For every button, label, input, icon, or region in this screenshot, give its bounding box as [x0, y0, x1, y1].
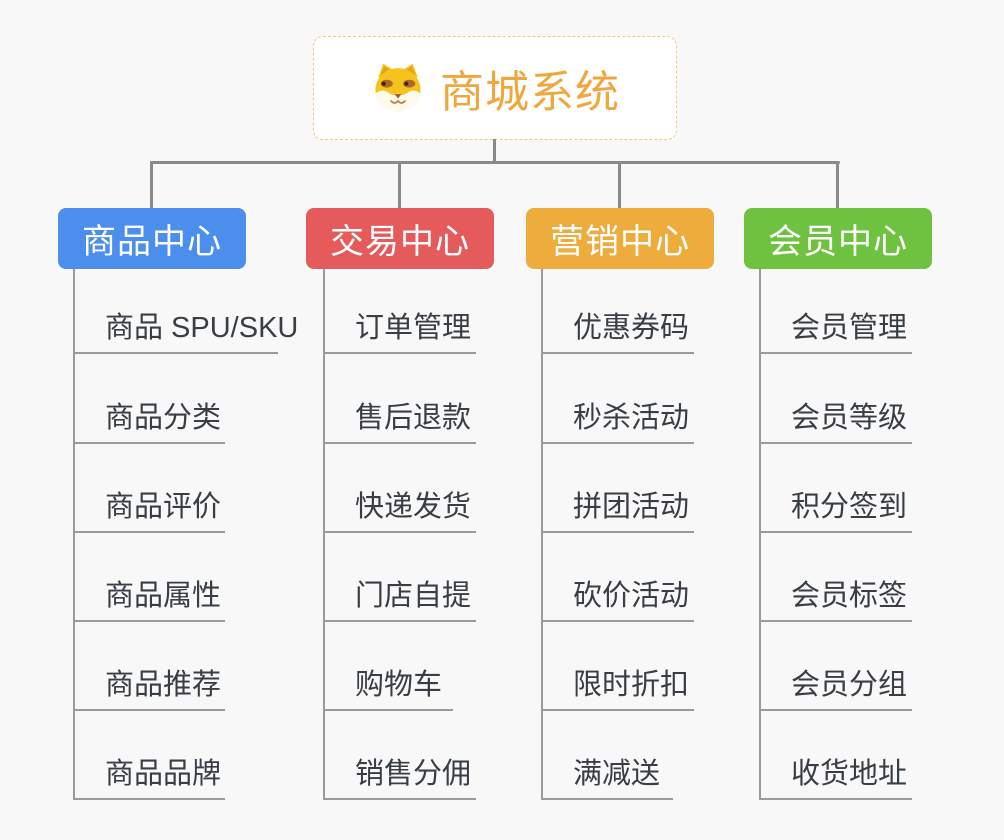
- leaf-topic[interactable]: 商品推荐: [73, 665, 225, 711]
- leaf-topic[interactable]: 购物车: [323, 665, 453, 711]
- branch-label: 商品中心: [82, 223, 222, 261]
- branch-node-marketing-center[interactable]: 营销中心: [526, 208, 714, 269]
- leaf-topic[interactable]: 商品 SPU/SKU: [73, 308, 298, 354]
- leaf-topic[interactable]: 会员等级: [759, 398, 912, 444]
- leaf-topic[interactable]: 会员标签: [759, 576, 912, 622]
- connector-spine-1: [73, 269, 75, 800]
- connector-root-stem: [493, 139, 496, 164]
- connector-drop-4: [836, 161, 839, 209]
- leaf-topic[interactable]: 商品分类: [73, 398, 225, 444]
- connector-spine-4: [759, 269, 761, 800]
- connector-drop-3: [618, 161, 621, 209]
- branch-node-member-center[interactable]: 会员中心: [744, 208, 932, 269]
- connector-spine-2: [323, 269, 325, 800]
- leaf-topic[interactable]: 收货地址: [759, 754, 912, 800]
- branch-label: 营销中心: [550, 223, 690, 261]
- leaf-topic[interactable]: 会员管理: [759, 308, 912, 354]
- branch-node-trade-center[interactable]: 交易中心: [306, 208, 494, 269]
- root-topic-title: 商城系统: [440, 68, 620, 117]
- connector-drop-1: [150, 161, 153, 209]
- leaf-topic[interactable]: 秒杀活动: [541, 398, 694, 444]
- leaf-topic[interactable]: 优惠券码: [541, 308, 694, 354]
- leaf-topic[interactable]: 销售分佣: [323, 754, 476, 800]
- leaf-topic[interactable]: 商品评价: [73, 487, 225, 533]
- leaf-topic[interactable]: 快递发货: [323, 487, 476, 533]
- connector-drop-2: [398, 161, 401, 209]
- branch-label: 会员中心: [768, 223, 908, 261]
- leaf-topic[interactable]: 订单管理: [323, 308, 476, 354]
- leaf-topic[interactable]: 拼团活动: [541, 487, 694, 533]
- leaf-topic[interactable]: 门店自提: [323, 576, 476, 622]
- leaf-topic[interactable]: 满减送: [541, 754, 673, 800]
- leaf-topic[interactable]: 商品品牌: [73, 754, 225, 800]
- leaf-topic[interactable]: 限时折扣: [541, 665, 694, 711]
- leaf-topic[interactable]: 积分签到: [759, 487, 912, 533]
- leaf-topic[interactable]: 会员分组: [759, 665, 912, 711]
- leaf-topic[interactable]: 商品属性: [73, 576, 225, 622]
- shiba-dog-icon: [370, 62, 426, 114]
- connector-bus: [150, 161, 840, 164]
- connector-spine-3: [541, 269, 543, 800]
- branch-label: 交易中心: [330, 223, 470, 261]
- root-topic[interactable]: 商城系统: [313, 36, 677, 140]
- branch-node-product-center[interactable]: 商品中心: [58, 208, 246, 269]
- leaf-topic[interactable]: 售后退款: [323, 398, 476, 444]
- leaf-topic[interactable]: 砍价活动: [541, 576, 694, 622]
